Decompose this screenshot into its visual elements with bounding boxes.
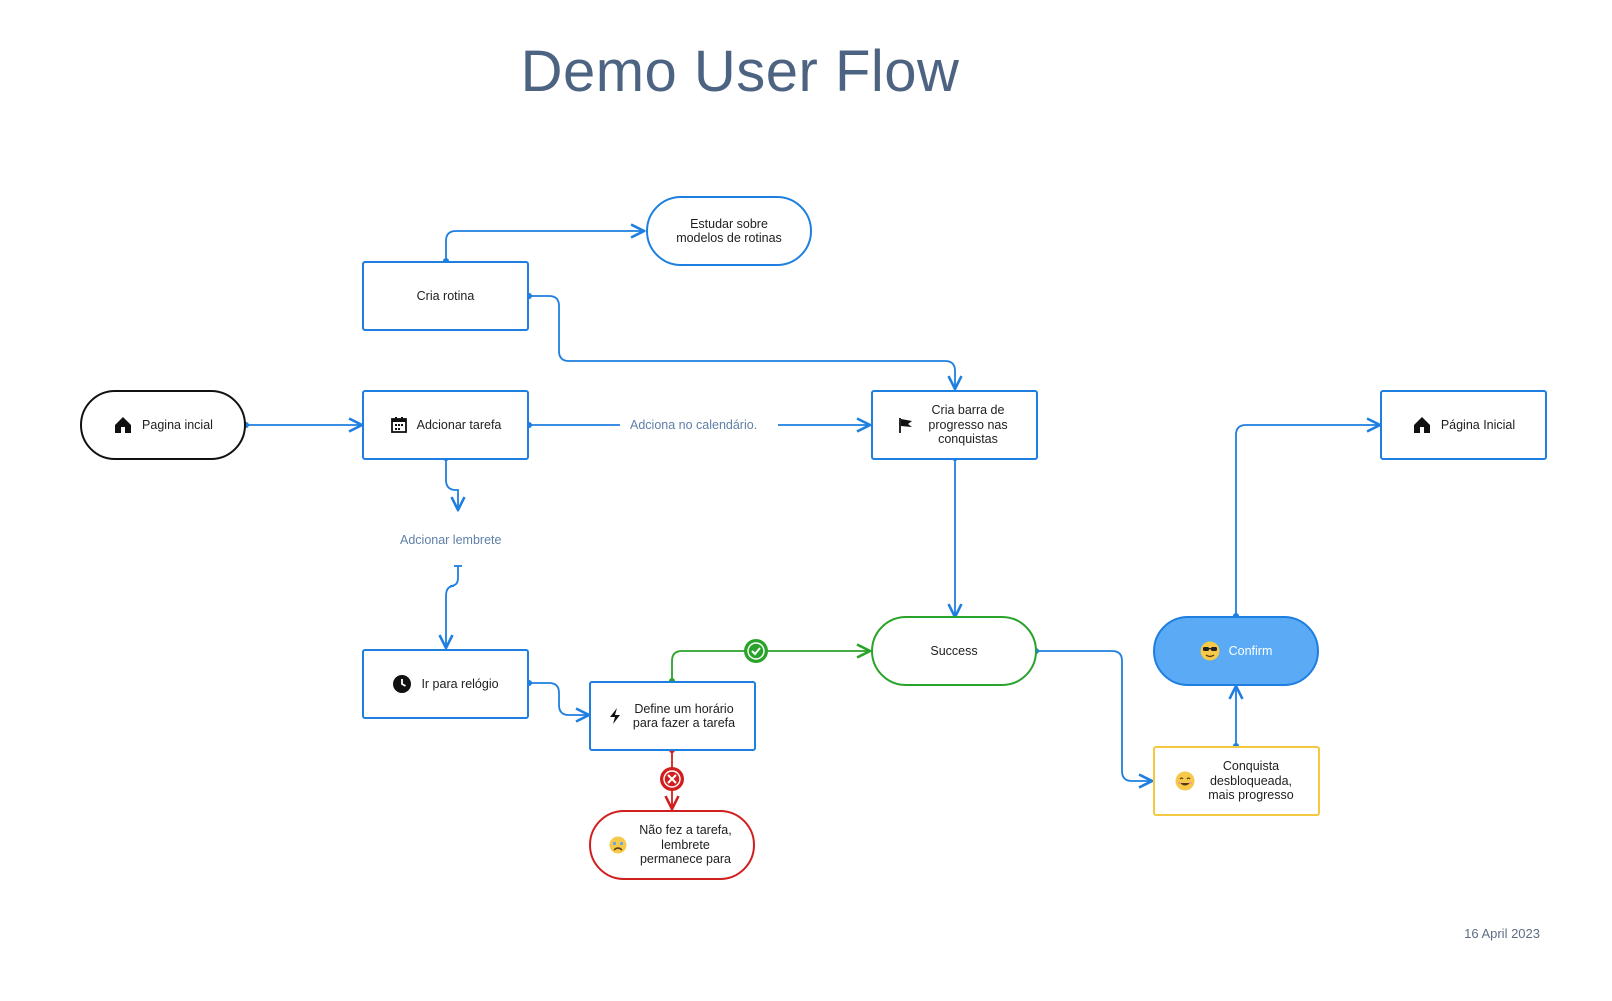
node-label: Confirm xyxy=(1228,643,1273,658)
edge-success-to-conquista xyxy=(1036,650,1152,781)
x-icon xyxy=(660,767,684,791)
node-label: Success xyxy=(930,643,978,658)
home-icon xyxy=(113,415,133,435)
bolt-icon xyxy=(608,707,622,725)
flag-icon xyxy=(897,416,915,434)
node-pagina-inicial-final[interactable]: Página Inicial xyxy=(1380,390,1547,460)
edge-rotina-to-barra xyxy=(529,295,955,389)
edge-define-to-success xyxy=(671,651,870,681)
clock-icon xyxy=(392,674,412,694)
node-cria-rotina[interactable]: Cria rotina xyxy=(362,261,529,331)
check-icon xyxy=(744,639,768,663)
node-label: Cria barra de progresso nas conquistas xyxy=(928,403,1008,447)
edge-adcionar-to-lembrete xyxy=(445,458,458,510)
node-success[interactable]: Success xyxy=(871,616,1037,686)
node-label: Ir para relógio xyxy=(421,676,499,691)
node-pagina-incial[interactable]: Pagina incial xyxy=(80,390,246,460)
node-label: Cria rotina xyxy=(416,288,475,303)
node-ir-relogio[interactable]: Ir para relógio xyxy=(362,649,529,719)
calendar-icon xyxy=(390,416,408,434)
smile-face-icon xyxy=(1175,771,1195,791)
node-define-horario[interactable]: Define um horário para fazer a tarefa xyxy=(589,681,756,751)
node-label: Não fez a tarefa, lembrete permanece par… xyxy=(639,823,732,867)
node-label: Define um horário para fazer a tarefa xyxy=(632,701,736,730)
edge-rotina-to-estudar xyxy=(445,231,644,261)
node-label: Pagina incial xyxy=(142,417,213,432)
node-cria-barra[interactable]: Cria barra de progresso nas conquistas xyxy=(871,390,1038,460)
sunglasses-face-icon xyxy=(1200,641,1220,661)
diagram-title: Demo User Flow xyxy=(520,39,960,104)
node-adcionar-tarefa[interactable]: Adcionar tarefa xyxy=(362,390,529,460)
node-label: Adcionar tarefa xyxy=(416,417,502,432)
diagram-date: 16 April 2023 xyxy=(1464,926,1540,941)
edge-label-lembrete: Adcionar lembrete xyxy=(396,533,506,547)
node-label: Página Inicial xyxy=(1440,417,1516,432)
node-nao-fez[interactable]: Não fez a tarefa, lembrete permanece par… xyxy=(589,810,755,880)
edge-confirm-to-final xyxy=(1235,425,1380,616)
node-label: Conquista desbloqueada, mais progresso xyxy=(1208,759,1294,803)
node-estudar[interactable]: Estudar sobre modelos de rotinas xyxy=(646,196,812,266)
node-label: Estudar sobre modelos de rotinas xyxy=(676,216,782,245)
edge-lembrete-to-relogio xyxy=(446,566,459,648)
node-conquista[interactable]: Conquista desbloqueada, mais progresso xyxy=(1153,746,1320,816)
sad-face-icon xyxy=(609,836,627,854)
node-confirm[interactable]: Confirm xyxy=(1153,616,1319,686)
edge-label-calendario: Adciona no calendário. xyxy=(626,418,762,432)
home-icon xyxy=(1412,415,1432,435)
edge-relogio-to-define xyxy=(529,682,589,715)
